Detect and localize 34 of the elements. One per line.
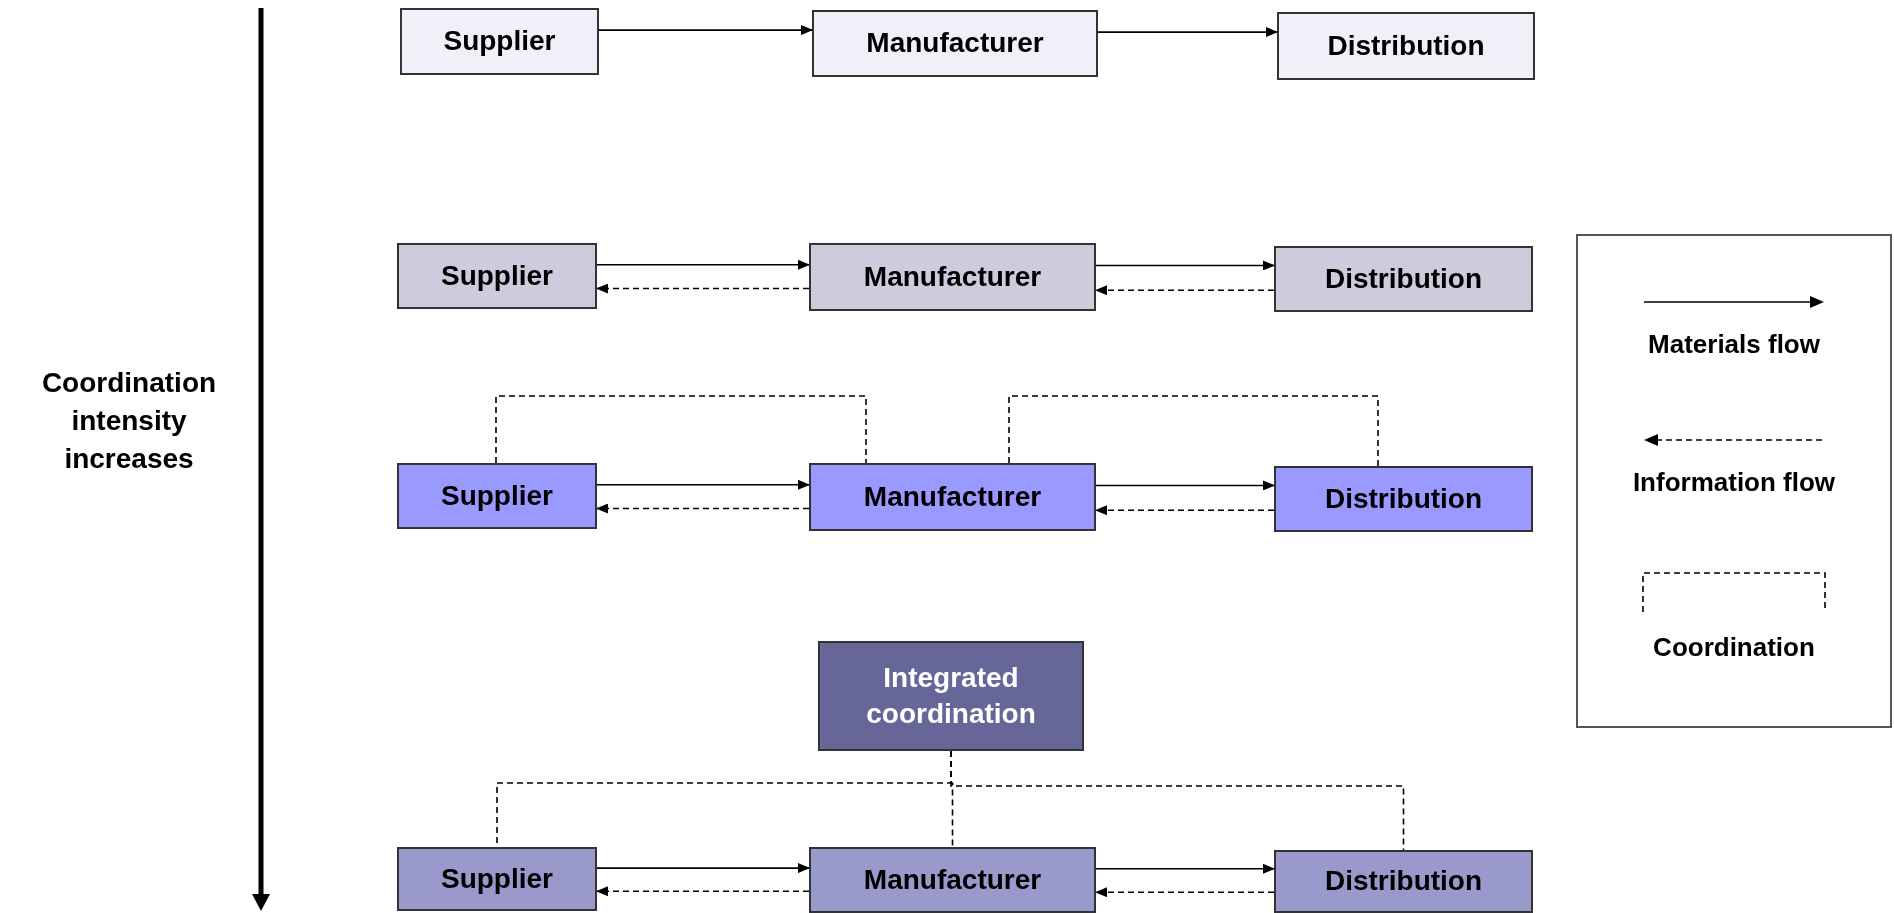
process-box: Supplier [397,463,597,529]
arrow [598,25,813,36]
arrow [596,259,810,270]
process-box: Distribution [1274,850,1533,913]
dashed-arrow [596,283,810,294]
legend-text: Materials flow [1648,327,1820,361]
dashed-connector [495,395,867,464]
process-box: Manufacturer [809,243,1096,311]
dashed-arrow [596,886,810,897]
process-box: Supplier [397,243,597,309]
dashed-arrow [1095,505,1275,516]
dashed-arrow [596,503,810,514]
arrow [1095,863,1275,874]
process-box: Supplier [397,847,597,911]
arrow [1097,27,1278,38]
arrow [596,479,810,490]
process-box: Manufacturer [809,463,1096,531]
legend-text: Coordination [1653,631,1815,665]
process-box: Supplier [400,8,599,75]
process-box: Distribution [1277,12,1535,80]
axis-label: Coordination intensity increases [40,366,218,476]
legend-text: Information flow [1632,466,1836,500]
dashed-arrow [1095,887,1275,898]
process-box: Manufacturer [812,10,1098,77]
process-box: Distribution [1274,246,1533,312]
dashed-arrow [1095,285,1275,296]
process-box: Manufacturer [809,847,1096,913]
dashed-connector [950,750,1405,851]
process-box: Distribution [1274,466,1533,532]
process-box: Integrated coordination [818,641,1084,751]
arrow [596,863,810,874]
arrow [1095,260,1275,271]
dashed-connector [1008,395,1379,467]
arrow [1095,480,1275,491]
